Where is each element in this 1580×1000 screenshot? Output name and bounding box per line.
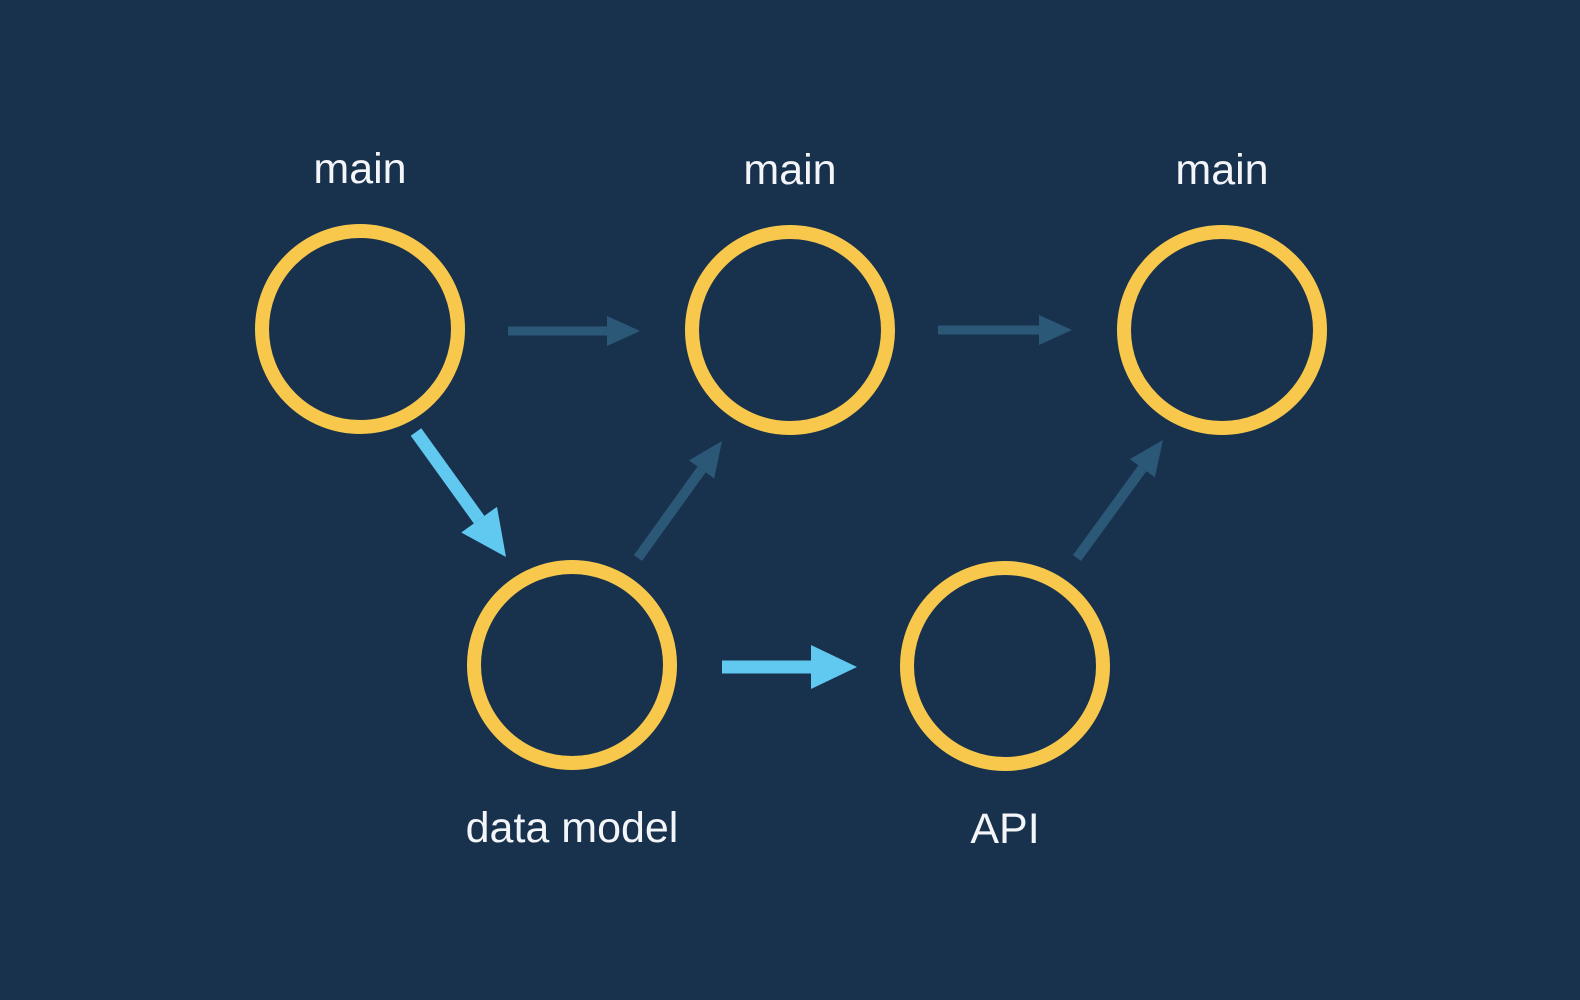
arrow-api-to-main3 — [1072, 440, 1163, 561]
branch-label-data-model: data model — [466, 804, 679, 852]
commit-circle-api — [900, 561, 1110, 771]
arrow-main1-to-main2 — [508, 316, 640, 346]
commit-circle-main-3 — [1117, 225, 1327, 435]
commit-circle-main-2 — [685, 225, 895, 435]
arrowhead-icon — [1129, 440, 1163, 478]
arrow-data-model-to-main2 — [633, 441, 722, 561]
commit-node-api: API — [900, 561, 1110, 853]
arrow-main1-to-data-model — [410, 428, 506, 557]
commit-node-main-3: main — [1117, 146, 1327, 435]
arrowhead-icon — [461, 506, 506, 557]
commit-node-main-1: main — [255, 145, 465, 434]
commit-node-data-model: data model — [466, 560, 679, 852]
commit-circle-main-1 — [255, 224, 465, 434]
arrowhead-icon — [811, 645, 857, 689]
arrowhead-icon — [607, 316, 640, 346]
branch-label-main-2: main — [743, 146, 836, 194]
branch-label-api: API — [970, 805, 1039, 853]
arrow-shaft-api-to-main3 — [1072, 465, 1147, 561]
arrowhead-icon — [688, 441, 722, 479]
commit-node-main-2: main — [685, 146, 895, 435]
arrow-shaft-data-model-to-main2 — [633, 466, 706, 561]
branch-label-main-1: main — [313, 145, 406, 193]
commit-circle-data-model — [467, 560, 677, 770]
arrow-main2-to-main3 — [938, 315, 1072, 345]
arrowhead-icon — [1039, 315, 1072, 345]
arrow-data-model-to-api — [722, 645, 857, 689]
arrow-shaft-main1-to-data-model — [410, 428, 485, 524]
branch-label-main-3: main — [1175, 146, 1268, 194]
